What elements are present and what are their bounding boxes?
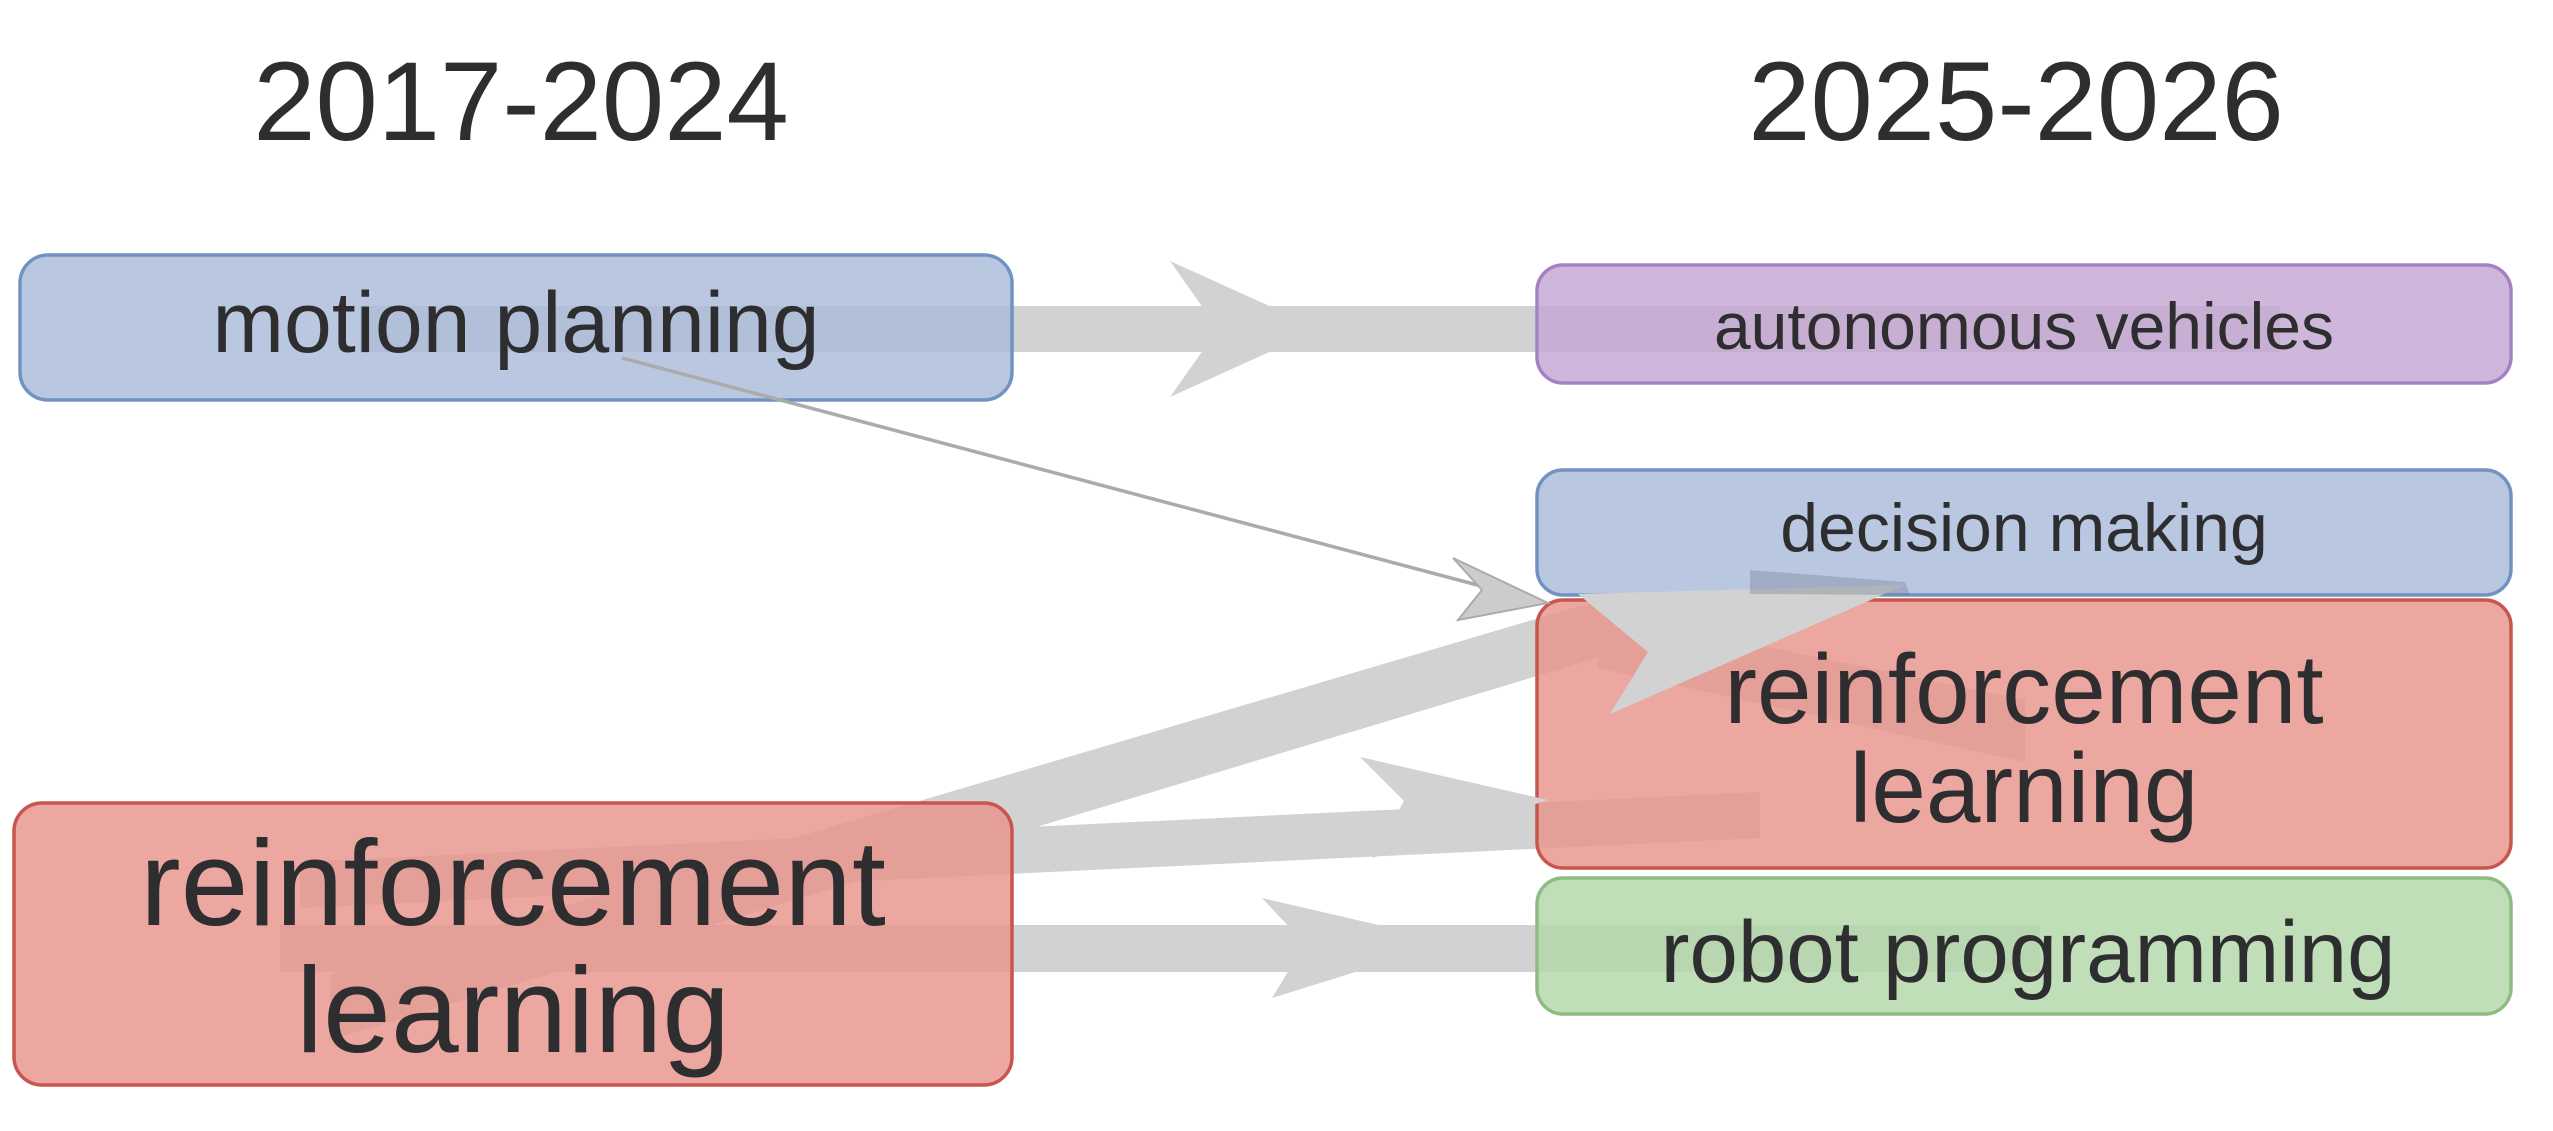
node-labels: motion planning reinforcement learning a… [140,275,2395,1078]
node-label-autonomous-vehicles: autonomous vehicles [1714,289,2334,363]
arrow-head-rl-to-decision [1578,585,1905,714]
node-box-decision-making [1535,468,2513,597]
node-label-reinforcement-learning-new-line1: reinforcement [1724,634,2323,744]
arrowheads [621,261,1910,998]
node-label-robot-programming: robot programming [1661,904,2396,1001]
arrow-head-rl-to-robot [1262,898,1452,998]
thin-arrow-head-motion-to-decision [1452,557,1552,622]
node-label-reinforcement-learning-old-line2: learning [296,942,730,1078]
node-label-reinforcement-learning-new-line2: learning [1850,733,2199,843]
node-label-decision-making: decision making [1780,490,2268,566]
node-box-reinforcement-learning-new [1535,598,2513,870]
column-header-left: 2017-2024 [253,39,789,164]
node-label-motion-planning: motion planning [212,275,819,371]
arrow-head-motion-to-autonomous [1170,261,1320,397]
column-header-right: 2025-2026 [1748,39,2284,164]
node-box-robot-programming [1535,876,2513,1016]
topic-boxes [12,253,2513,1087]
node-box-motion-planning [18,253,1014,402]
arrow-tip-shade-decision [1750,570,1910,595]
arrow-head-rl-to-rl [1360,757,1548,858]
thin-arrow-line-motion-to-decision [621,356,1501,593]
node-label-reinforcement-learning-old-line1: reinforcement [140,815,886,951]
column-headers: 2017-2024 2025-2026 [253,39,2284,164]
node-box-reinforcement-learning-old [12,801,1014,1087]
node-box-autonomous-vehicles [1535,263,2513,385]
